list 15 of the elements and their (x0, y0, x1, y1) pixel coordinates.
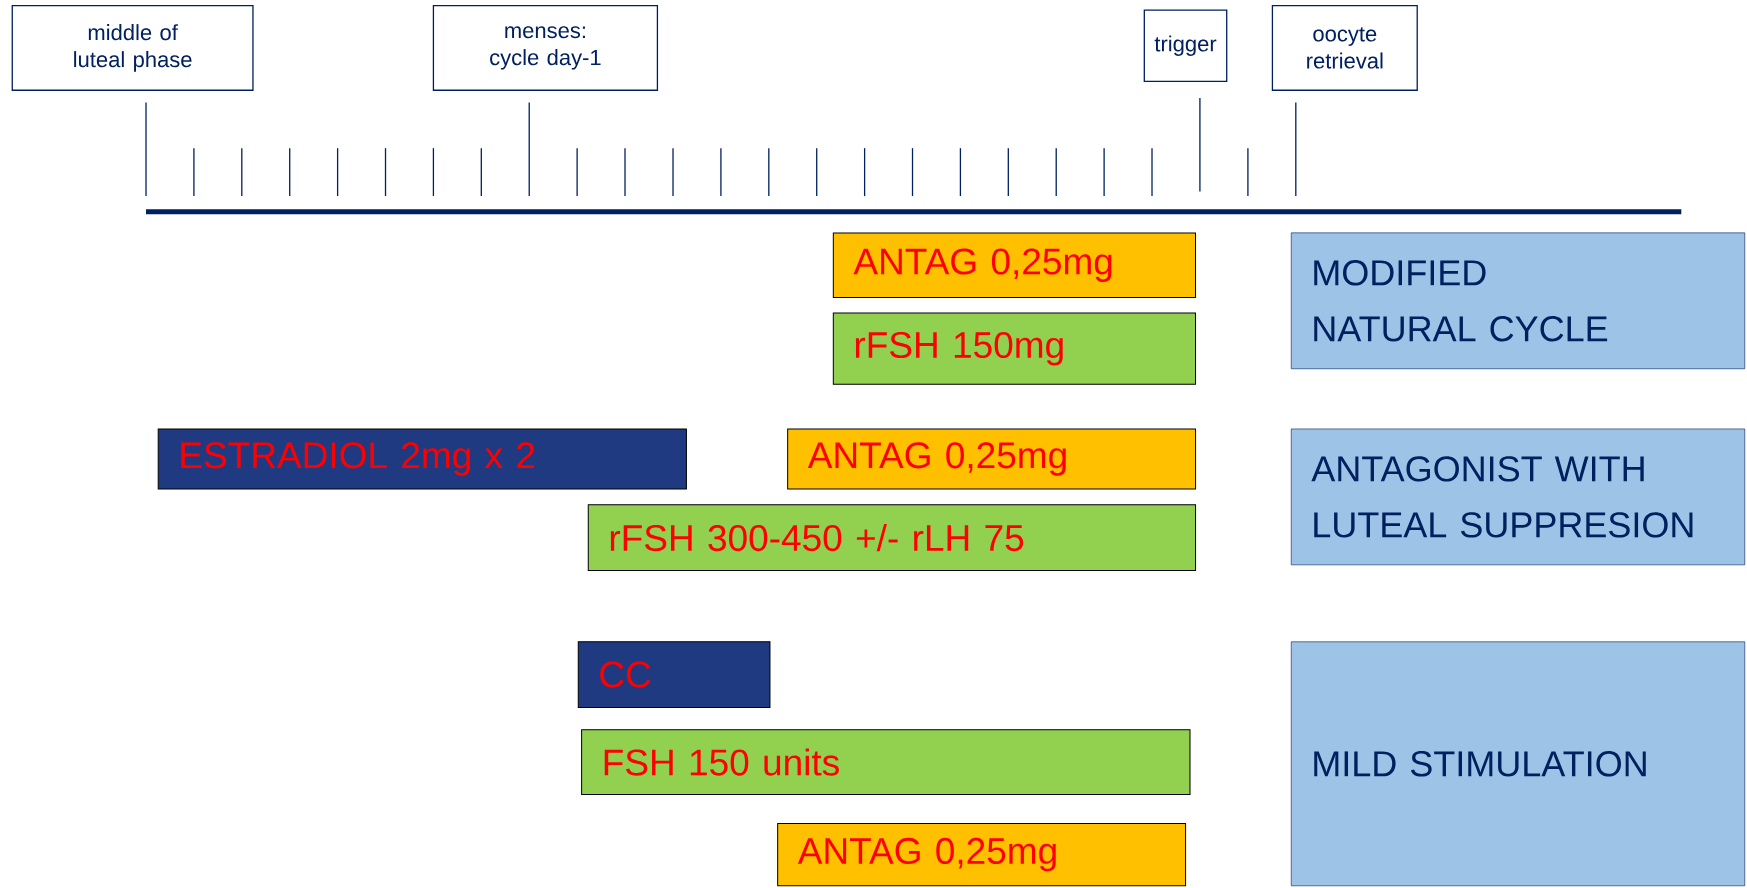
medication-bar: rFSH 300-450 +/- rLH 75 (587, 504, 1197, 571)
medication-bar: CC (577, 641, 771, 708)
label-box: trigger (1143, 9, 1228, 82)
protocol-box: MILD STIMULATION (1290, 641, 1746, 887)
medication-bar: FSH 150 units (581, 729, 1191, 795)
medication-bar: ANTAG 0,25mg (777, 822, 1187, 887)
protocol-box: MODIFIED NATURAL CYCLE (1290, 232, 1746, 370)
label-box: menses: cycle day-1 (432, 4, 659, 91)
medication-bar: rFSH 150mg (832, 312, 1196, 385)
protocol-box: ANTAGONIST WITH LUTEAL SUPPRESION (1290, 428, 1746, 566)
label-box: oocyte retrieval (1271, 4, 1418, 91)
medication-bar: ANTAG 0,25mg (787, 428, 1197, 490)
medication-bar: ESTRADIOL 2mg x 2 (157, 428, 687, 490)
label-box: middle of luteal phase (11, 4, 254, 91)
medication-bar: ANTAG 0,25mg (832, 232, 1196, 298)
